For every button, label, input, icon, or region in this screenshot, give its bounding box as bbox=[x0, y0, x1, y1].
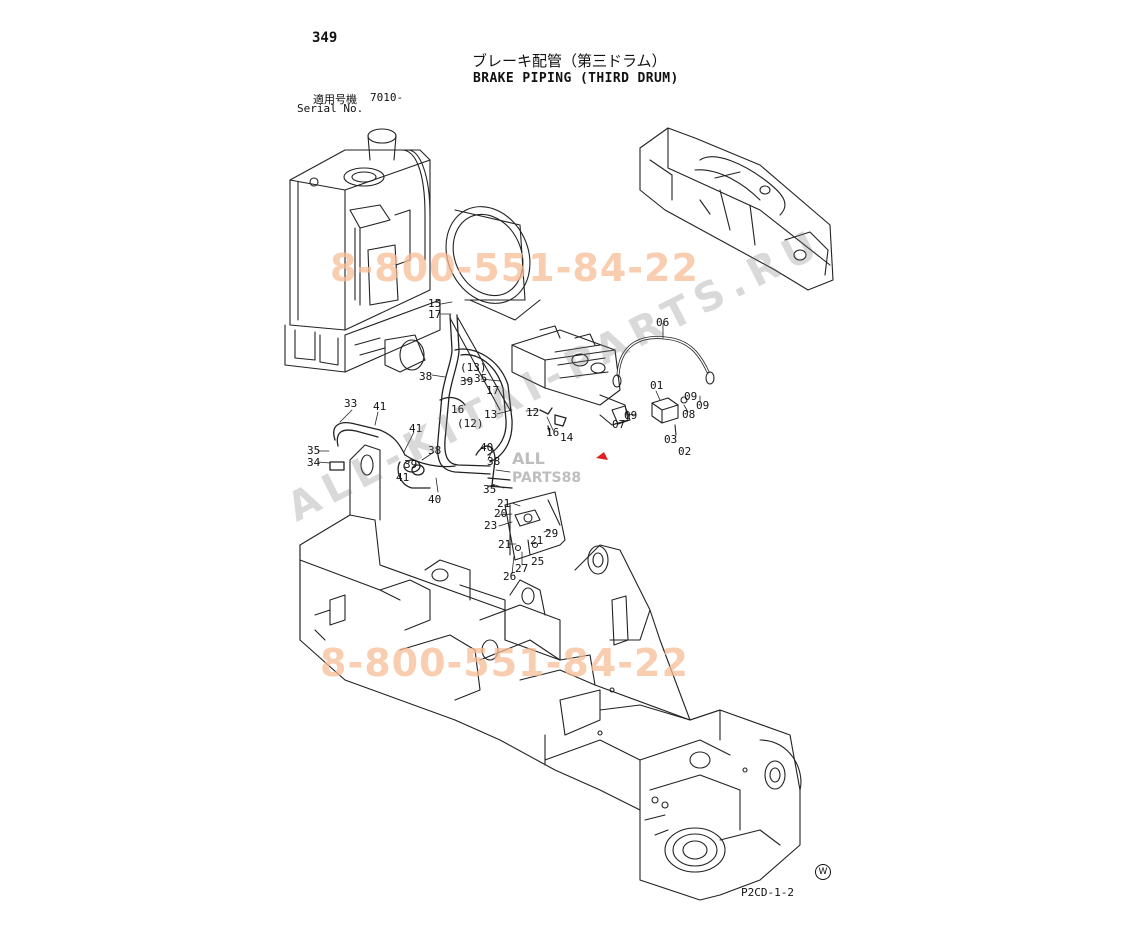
callout-26: 26 bbox=[503, 570, 516, 583]
hose-06 bbox=[612, 335, 715, 388]
corner-w-mark: W bbox=[815, 864, 831, 880]
callout-06: 06 bbox=[656, 316, 669, 329]
callout-35c: 35 bbox=[483, 483, 496, 496]
callout-16b: 16 bbox=[546, 426, 559, 439]
callout-09b: 09 bbox=[696, 399, 709, 412]
valve-assembly bbox=[511, 325, 629, 426]
callout-17: 17 bbox=[428, 308, 441, 321]
figure-code: P2CD-1-2 bbox=[741, 886, 794, 899]
hydraulic-tank bbox=[284, 128, 441, 373]
main-frame bbox=[299, 444, 802, 901]
brake-drum bbox=[445, 206, 541, 411]
callout-01: 01 bbox=[650, 379, 663, 392]
callout-38: 38 bbox=[419, 370, 432, 383]
title-english: BRAKE PIPING (THIRD DRUM) bbox=[473, 71, 679, 86]
callout-38b: 38 bbox=[428, 444, 441, 457]
callout-20: 20 bbox=[494, 507, 507, 520]
serial-label-english: Serial No. bbox=[297, 102, 364, 115]
page-number: 349 bbox=[312, 30, 338, 46]
brake-piping-lines bbox=[329, 314, 567, 489]
callout-23: 23 bbox=[484, 519, 497, 532]
serial-label-japanese: 適用号機 bbox=[313, 93, 357, 106]
callout-14: 14 bbox=[560, 431, 574, 444]
callout-21b: 21 bbox=[530, 534, 543, 547]
callout-07: 07 bbox=[612, 418, 625, 431]
brake-valve-block bbox=[611, 396, 688, 436]
callout-08: 08 bbox=[682, 408, 695, 421]
callout-25: 25 bbox=[531, 555, 544, 568]
callout-17b: 17 bbox=[486, 384, 499, 397]
callout-03: 03 bbox=[664, 433, 677, 446]
callout-40: 40 bbox=[480, 441, 493, 454]
callout-33: 33 bbox=[344, 397, 357, 410]
callout-39b: 39 bbox=[404, 458, 417, 471]
callout-21: 21 bbox=[497, 497, 510, 510]
callout-39: 39 bbox=[460, 375, 473, 388]
callout-09: 09 bbox=[684, 390, 697, 403]
callout-12: 12 bbox=[526, 406, 539, 419]
callout-34: 34 bbox=[307, 456, 321, 469]
callout-21c: 21 bbox=[498, 538, 511, 551]
callout-13: 13 bbox=[484, 408, 497, 421]
callout-41b: 41 bbox=[409, 422, 422, 435]
callout-16: 16 bbox=[451, 403, 464, 416]
serial-value: 7010- bbox=[370, 91, 404, 104]
callout-12-ref: (12) bbox=[457, 417, 484, 430]
callout-40b: 40 bbox=[428, 493, 441, 506]
callout-13-ref: (13) bbox=[460, 361, 487, 374]
callout-29: 29 bbox=[545, 527, 558, 540]
callout-09c: 09 bbox=[624, 409, 637, 422]
callout-41c: 41 bbox=[396, 471, 409, 484]
title-japanese: ブレーキ配管（第三ドラム） bbox=[472, 52, 667, 70]
callout-15: 15 bbox=[428, 297, 441, 310]
upper-frame-view bbox=[639, 127, 834, 291]
callout-27: 27 bbox=[515, 562, 528, 575]
callout-35b: 35 bbox=[307, 444, 320, 457]
callout-35: 35 bbox=[474, 372, 487, 385]
callout-02: 02 bbox=[678, 445, 691, 458]
valve-bracket bbox=[504, 491, 566, 561]
leader-lines bbox=[317, 301, 701, 575]
part-callouts: 15 17 (13) 38 39 35 17 16 13 12 (12) 16 … bbox=[307, 297, 709, 583]
callout-41: 41 bbox=[373, 400, 386, 413]
callout-38c: 38 bbox=[487, 455, 500, 468]
